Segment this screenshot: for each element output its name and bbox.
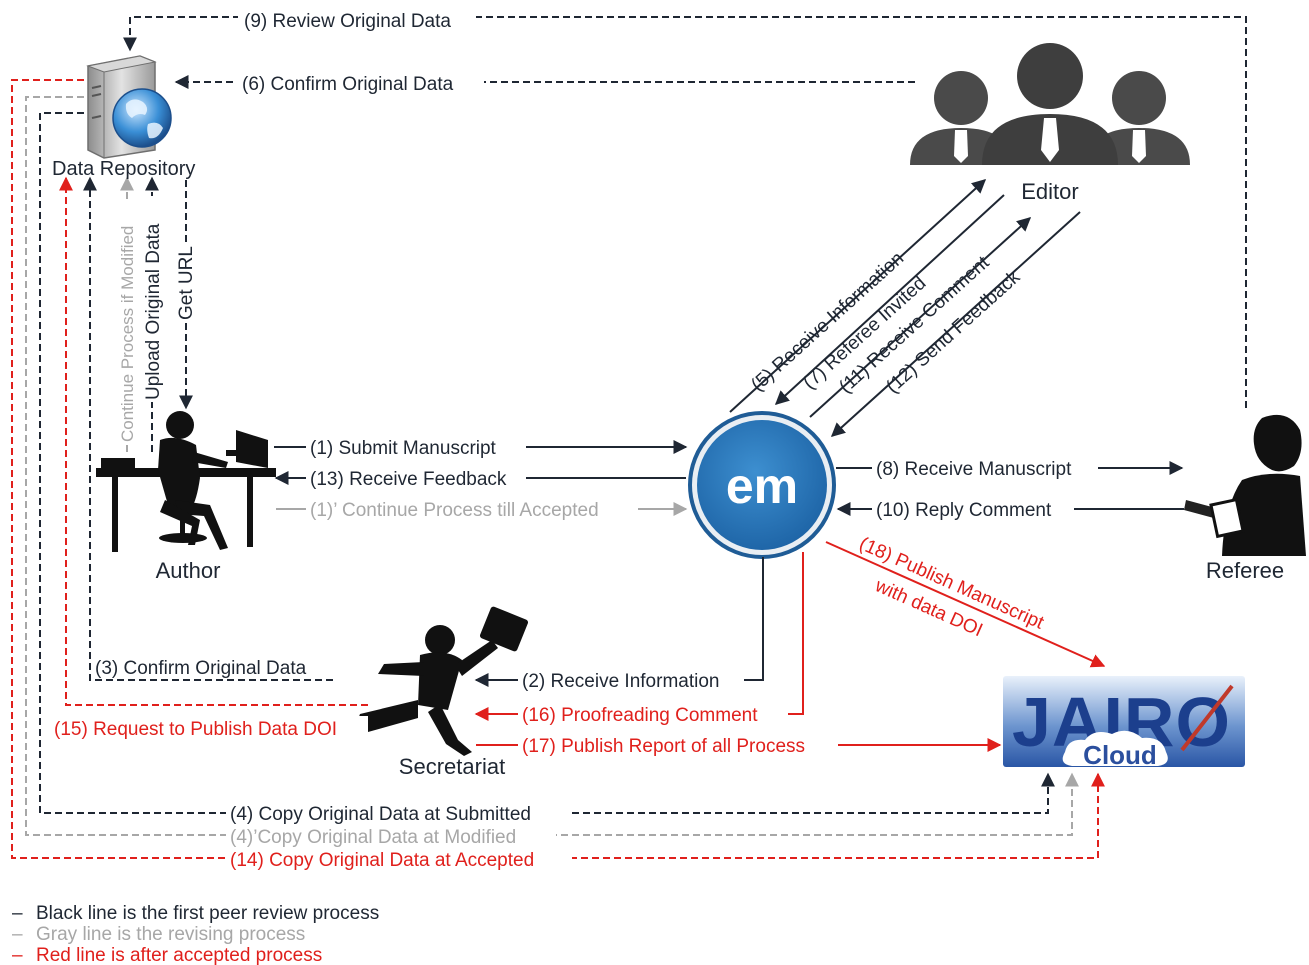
svg-text:Continue Process if Modified: Continue Process if Modified [118,226,137,442]
flow-1-label: (1) Submit Manuscript [306,435,526,459]
flow-16-label: (16) Proofreading Comment [518,702,788,726]
editor-people-icon [910,43,1190,165]
svg-text:(8) Receive Manuscript: (8) Receive Manuscript [876,459,1072,480]
svg-text:Get URL: Get URL [176,246,197,320]
referee-label: Referee [1206,558,1284,583]
flow-15-label: (15) Request to Publish Data DOI [50,716,368,740]
svg-text:(10) Reply Comment: (10) Reply Comment [876,500,1052,521]
em-logo-text: em [726,458,798,514]
svg-text:(13) Receive Feedback: (13) Receive Feedback [310,469,507,490]
legend-item-red: – Red line is after accepted process [12,945,322,965]
author-desk-icon [96,411,276,552]
svg-text:–: – [12,903,23,924]
svg-text:(14) Copy Original Data at Acc: (14) Copy Original Data at Accepted [230,850,534,871]
svg-text:–: – [12,945,23,965]
jairo-cloud-logo: JAIRO Cloud [1003,676,1245,770]
svg-text:(1)’ Continue Process till Ac: (1)’ Continue Process till Accepted [310,500,599,521]
flow-10-label: (10) Reply Comment [872,497,1074,521]
legend: – Black line is the first peer review pr… [12,903,379,965]
flow-6-label: (6) Confirm Original Data [236,70,484,95]
flow-1p-label: (1)’ Continue Process till Accepted [306,497,638,521]
flow-11-line [809,217,1032,418]
referee-person-icon [1184,414,1306,556]
flow-12-line [830,211,1081,437]
v-continue-label: Continue Process if Modified [116,200,138,444]
flow-18-line [825,541,1106,668]
running-man-icon [354,606,529,756]
flow-3-label: (3) Confirm Original Data [92,655,334,679]
flow-4-label: (4) Copy Original Data at Submitted [226,801,570,825]
svg-text:–: – [12,924,23,945]
flow-13-label: (13) Receive Feedback [306,466,526,490]
svg-text:(3) Confirm Original Data: (3) Confirm Original Data [95,658,307,679]
svg-text:(15) Request to Publish Data D: (15) Request to Publish Data DOI [54,719,337,740]
flow-14-line [11,79,1105,859]
jairo-cloud-text: Cloud [1083,740,1157,770]
flow-7-line [774,194,1005,405]
svg-text:(4)’Copy Original Data at Modi: (4)’Copy Original Data at Modified [230,827,516,848]
flow-3-line [83,176,333,681]
flow-5-line [729,179,987,413]
v-geturl-label: Get URL [175,246,197,322]
svg-text:(2) Receive Information: (2) Receive Information [522,671,719,692]
flow-9-line [123,16,1247,408]
globe-icon [112,88,172,148]
svg-text:Black line is the first peer r: Black line is the first peer review proc… [36,903,379,924]
author-label: Author [156,558,221,583]
flow-4p-label: (4)’Copy Original Data at Modified [226,824,556,848]
v-upload-label: Upload Original Data [141,196,164,402]
editor-label: Editor [1021,179,1078,204]
flow-9-label: (9) Review Original Data [238,7,476,32]
em-logo: em [688,411,836,559]
secretariat-label: Secretariat [399,754,505,779]
flow-4p-line [25,96,1079,836]
legend-item-gray: – Gray line is the revising process [12,924,305,945]
svg-text:(9) Review Original Data: (9) Review Original Data [244,11,451,32]
svg-text:Red line is after accepted pro: Red line is after accepted process [36,945,322,965]
legend-item-black: – Black line is the first peer review pr… [12,903,379,924]
flow-4-line [39,112,1055,814]
svg-text:(16) Proofreading Comment: (16) Proofreading Comment [522,705,758,726]
svg-text:(1) Submit Manuscript: (1) Submit Manuscript [310,438,497,459]
svg-text:(6) Confirm Original Data: (6) Confirm Original Data [242,74,454,95]
svg-text:Gray line is the revising proc: Gray line is the revising process [36,924,305,945]
data-repository-label: Data Repository [52,158,195,180]
flow-14-label: (14) Copy Original Data at Accepted [226,847,572,871]
flow-17-label: (17) Publish Report of all Process [518,733,838,757]
svg-text:(4) Copy Original Data at Sub: (4) Copy Original Data at Submitted [230,804,531,825]
flow-8-label: (8) Receive Manuscript [872,456,1098,480]
flow-2-label: (2) Receive Information [518,668,744,692]
svg-text:(17) Publish Report of all Pr: (17) Publish Report of all Process [522,736,805,757]
flow-15-line [59,176,368,706]
svg-text:Upload Original Data: Upload Original Data [143,223,164,400]
